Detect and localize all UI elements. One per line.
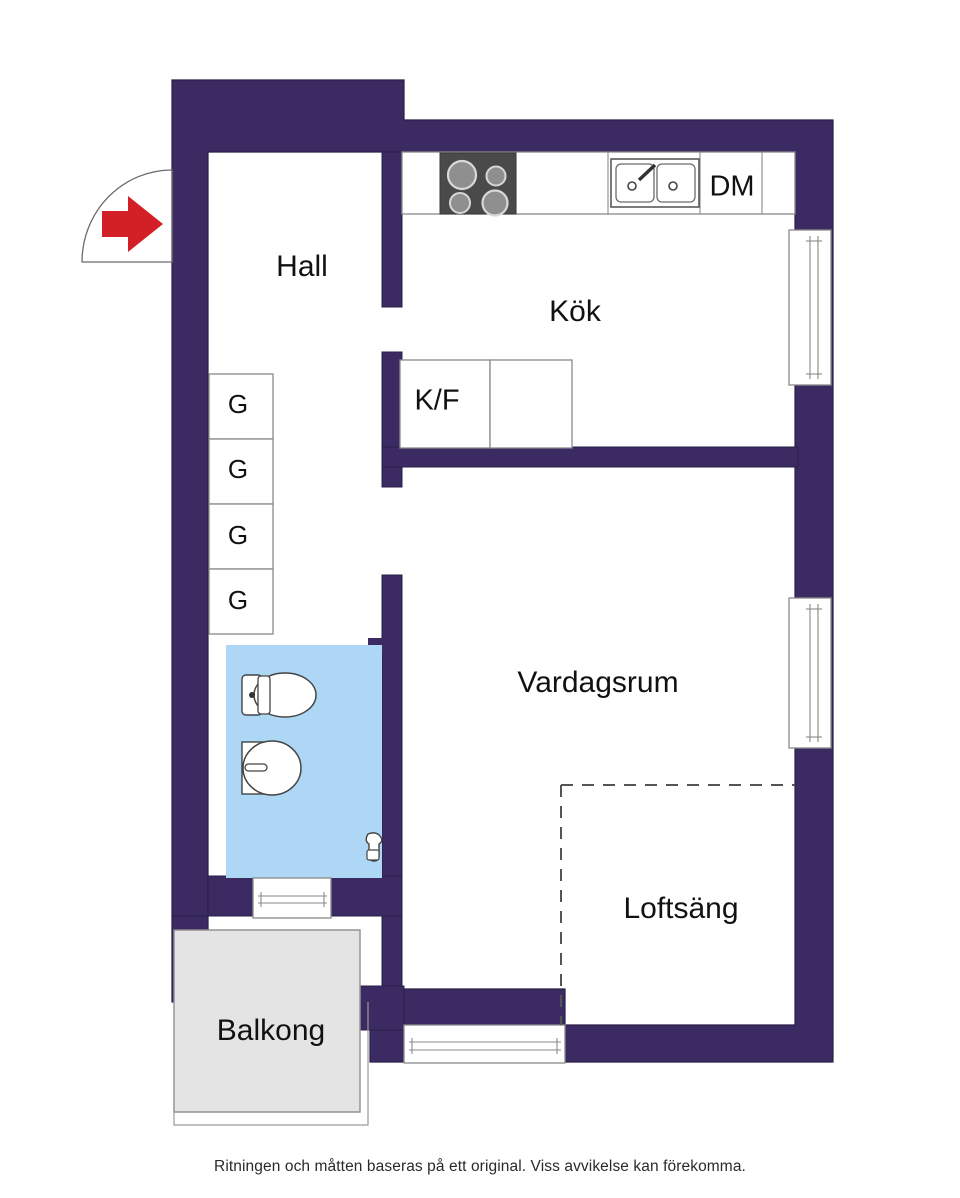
wall-hall-kitchen-upper bbox=[381, 151, 403, 308]
wall-bathroom-bottom bbox=[207, 875, 261, 917]
appliance-labels: DM K/F bbox=[414, 171, 754, 417]
window-kitchen-right bbox=[788, 229, 832, 386]
room-label-kok: Kök bbox=[549, 295, 602, 328]
washbasin-fixture bbox=[241, 740, 302, 796]
toilet-fixture bbox=[241, 672, 317, 718]
closet-label-2: G bbox=[228, 454, 248, 484]
wall-kitchen-living bbox=[381, 446, 799, 468]
room-label-hall: Hall bbox=[276, 250, 328, 283]
closet-label-4: G bbox=[228, 585, 248, 615]
loft-bed-outline bbox=[560, 784, 795, 1025]
sink-drain-right bbox=[668, 181, 678, 191]
burner-large-1 bbox=[446, 159, 478, 191]
bathroom-fixtures bbox=[241, 672, 383, 862]
room-labels: Hall Kök Vardagsrum Loftsäng Balkong bbox=[217, 250, 739, 1047]
closet-box-2 bbox=[208, 438, 274, 505]
window-living-right bbox=[788, 597, 832, 749]
floor-drain-fixture bbox=[365, 832, 383, 862]
entry-door-swing bbox=[81, 169, 173, 263]
kitchen-sink bbox=[610, 158, 700, 208]
fridge-freezer-label: K/F bbox=[414, 385, 459, 417]
kitchen-counters bbox=[399, 151, 796, 449]
window-bathroom-bottom bbox=[252, 877, 332, 919]
balcony-railing bbox=[173, 1002, 369, 1126]
dishwasher-label: DM bbox=[709, 171, 754, 203]
washbasin-tap bbox=[244, 763, 268, 772]
burner-small-1 bbox=[485, 165, 507, 187]
closet-label-3: G bbox=[228, 520, 248, 550]
window-balcony-door bbox=[403, 1024, 566, 1064]
floor-drain-base bbox=[366, 849, 380, 861]
closet-labels: G G G G bbox=[228, 389, 248, 615]
loft-bed-dashed-rect bbox=[560, 784, 795, 1025]
burner-small-2 bbox=[449, 192, 471, 214]
entry-arrow-icon bbox=[102, 196, 163, 252]
window-balcony-door-frame bbox=[403, 1024, 566, 1064]
window-bathroom-bottom-frame bbox=[252, 877, 332, 919]
windows bbox=[252, 229, 832, 1064]
toilet-seat-link bbox=[257, 675, 271, 715]
sink-drain-left bbox=[627, 181, 637, 191]
stove-burners bbox=[446, 159, 509, 217]
hall-closets bbox=[208, 373, 274, 635]
room-label-vardagsrum: Vardagsrum bbox=[517, 666, 678, 699]
room-label-loftsang: Loftsäng bbox=[623, 892, 738, 925]
washbasin-bowl bbox=[242, 740, 302, 796]
closet-box-3 bbox=[208, 503, 274, 570]
closet-box-4 bbox=[208, 568, 274, 635]
burner-large-2 bbox=[481, 189, 509, 217]
drawing-disclaimer: Ritningen och måtten baseras på ett orig… bbox=[214, 1158, 746, 1175]
closet-box-1 bbox=[208, 373, 274, 440]
counter-beside-fridge bbox=[489, 359, 573, 449]
wall-bathroom-bottom-right bbox=[329, 875, 403, 917]
closet-label-1: G bbox=[228, 389, 248, 419]
sink-faucet bbox=[637, 163, 657, 182]
toilet-flush-button bbox=[249, 692, 255, 698]
wall-balcony-return bbox=[357, 985, 405, 1031]
room-label-balkong: Balkong bbox=[217, 1014, 325, 1047]
